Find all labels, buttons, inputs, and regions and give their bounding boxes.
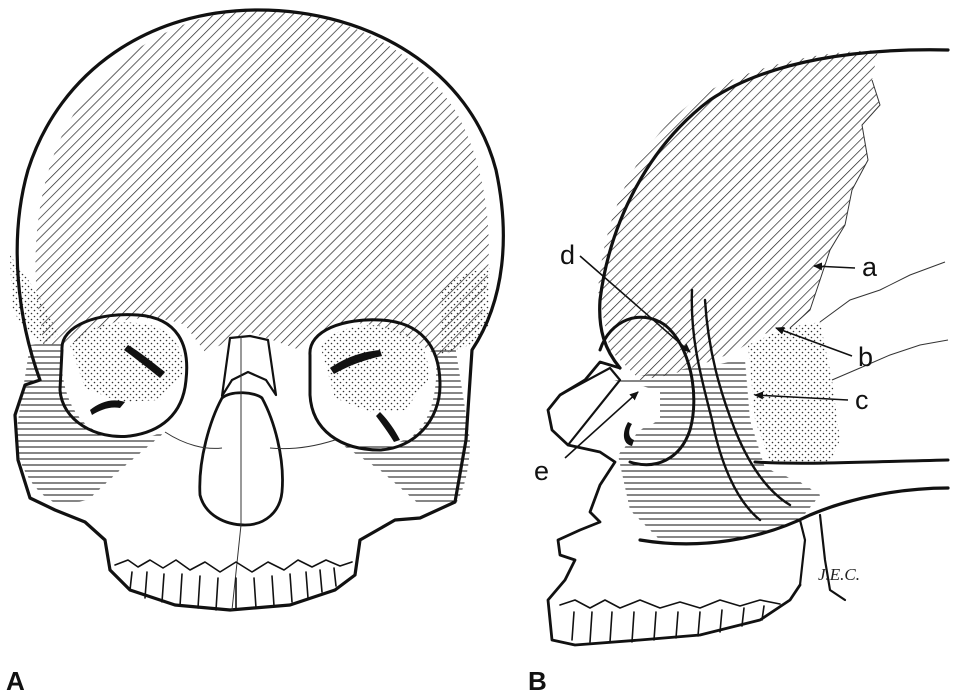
callout-label-e: e	[534, 456, 549, 486]
artist-signature: J.E.C.	[818, 565, 860, 584]
sphenoid-stipple	[748, 322, 840, 462]
callout-label-b: b	[858, 342, 873, 372]
callout-label-d: d	[560, 240, 575, 270]
panel-label-a: A	[6, 666, 25, 696]
frontal-bone-lateral	[598, 50, 880, 380]
upper-teeth-b	[560, 600, 780, 642]
panel-label-b: B	[528, 666, 547, 696]
panel-b-drawing	[548, 50, 948, 645]
left-orbit-stipple	[70, 322, 183, 402]
upper-teeth-a	[115, 560, 352, 610]
callout-label-a: a	[862, 252, 878, 282]
panel-a-drawing	[10, 10, 503, 610]
callout-label-c: c	[855, 385, 869, 415]
